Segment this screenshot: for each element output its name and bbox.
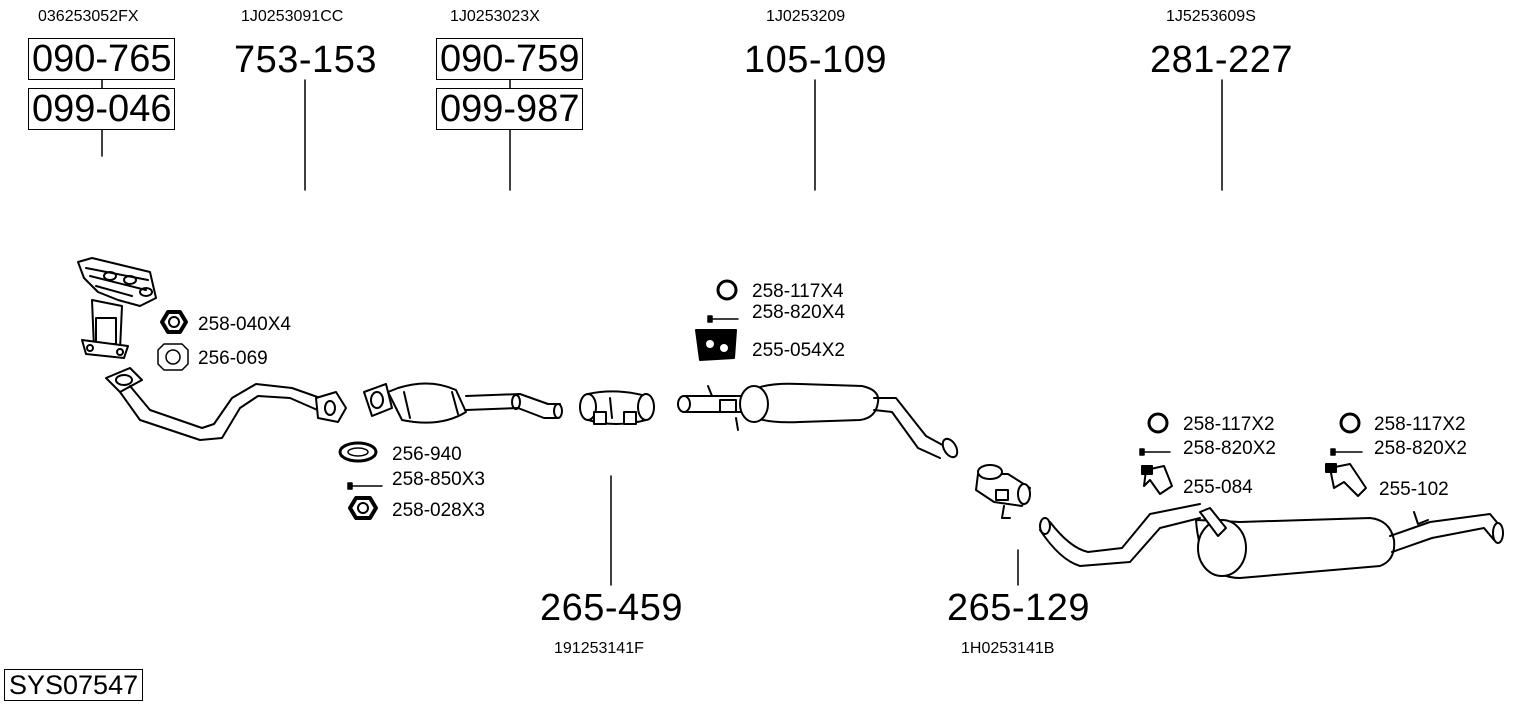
part-number-catalyst[interactable]: 090-759 <box>436 38 584 80</box>
label-rear-ring-b[interactable]: 258-117X2 <box>1374 414 1466 435</box>
system-code: SYS07547 <box>4 669 144 701</box>
oem-catalyst: 1J0253023X <box>450 8 540 25</box>
label-manifold-gasket[interactable]: 256-069 <box>198 348 268 369</box>
label-mid-bolt[interactable]: 258-820X4 <box>752 302 845 323</box>
bolt-icon <box>347 482 383 490</box>
bolt-icon <box>1330 448 1363 456</box>
bolt-icon <box>1139 448 1171 456</box>
hanger-icon <box>1141 465 1173 495</box>
label-front-ring[interactable]: 256-940 <box>392 444 462 465</box>
rear-silencer-drawing <box>1039 503 1504 579</box>
part-number-clamp-2[interactable]: 265-129 <box>947 587 1090 629</box>
part-number-manifold-alt[interactable]: 099-046 <box>28 88 176 130</box>
part-number-middle-silencer[interactable]: 105-109 <box>744 39 887 81</box>
label-mid-ring[interactable]: 258-117X4 <box>752 281 844 302</box>
ring-icon <box>1339 412 1361 434</box>
part-number-rear-silencer[interactable]: 281-227 <box>1150 39 1293 81</box>
label-rear-bolt-a[interactable]: 258-820X2 <box>1183 438 1276 459</box>
label-manifold-nut[interactable]: 258-040X4 <box>198 314 291 335</box>
part-number-clamp-1[interactable]: 265-459 <box>540 587 683 629</box>
oem-clamp-2: 1H0253141B <box>961 640 1055 657</box>
ring-icon <box>338 441 378 463</box>
part-number-front-pipe[interactable]: 753-153 <box>234 39 377 81</box>
leader-lines <box>101 79 1223 586</box>
label-front-nut[interactable]: 258-028X3 <box>392 500 485 521</box>
label-rear-hanger-a[interactable]: 255-084 <box>1183 477 1253 498</box>
nut-icon <box>348 496 378 520</box>
label-rear-bolt-b[interactable]: 258-820X2 <box>1374 438 1467 459</box>
ring-icon <box>716 279 738 301</box>
oem-middle-silencer: 1J0253209 <box>766 8 846 25</box>
front-pipe-drawing <box>105 367 347 441</box>
part-number-catalyst-alt[interactable]: 099-987 <box>436 88 584 130</box>
label-mid-hanger[interactable]: 255-054X2 <box>752 340 845 361</box>
ring-icon <box>1147 412 1169 434</box>
clamp-265-129-drawing <box>975 464 1031 519</box>
label-rear-hanger-b[interactable]: 255-102 <box>1379 479 1449 500</box>
manifold-drawing <box>77 257 157 359</box>
oem-clamp-1: 191253141F <box>554 640 644 657</box>
oem-front-pipe: 1J0253091CC <box>241 8 344 25</box>
label-rear-ring-a[interactable]: 258-117X2 <box>1183 414 1275 435</box>
bolt-icon <box>707 315 739 323</box>
oem-manifold: 036253052FX <box>38 8 139 25</box>
catalyst-drawing <box>363 382 563 424</box>
label-front-bolt[interactable]: 258-850X3 <box>392 469 485 490</box>
part-number-manifold[interactable]: 090-765 <box>28 38 176 80</box>
clamp-265-459-drawing <box>579 390 655 425</box>
accessory-icons <box>157 279 1367 520</box>
nut-icon <box>160 310 188 334</box>
hanger-icon <box>695 329 737 361</box>
hanger-icon <box>1325 463 1367 497</box>
gasket-icon <box>157 343 189 371</box>
middle-silencer-drawing <box>677 382 959 459</box>
oem-rear-silencer: 1J5253609S <box>1166 8 1256 25</box>
